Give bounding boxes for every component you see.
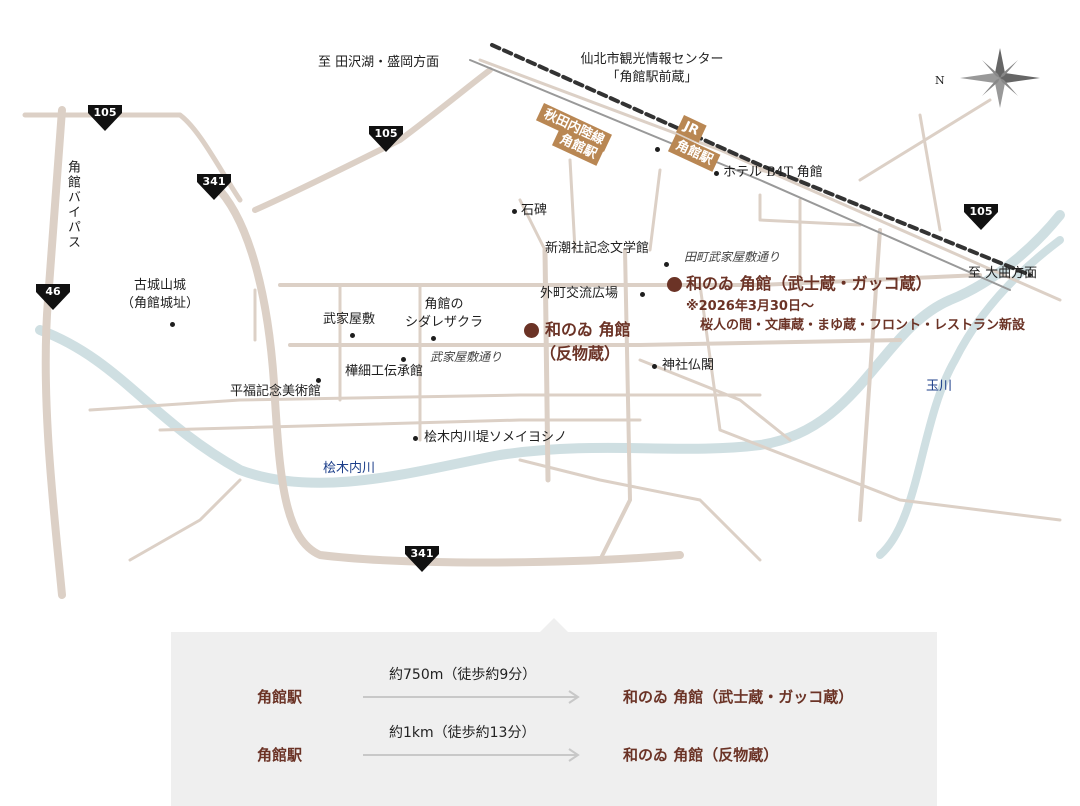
tamachi-street-label: 田町武家屋敷通り — [684, 250, 781, 264]
tanmono-label-2: （反物蔵） — [540, 344, 621, 363]
direction-north-label: 至 田沢湖・盛岡方面 — [318, 55, 440, 70]
route-number: 105 — [969, 205, 993, 218]
kabazaiku-marker — [401, 357, 406, 362]
road-grid-18 — [88, 398, 242, 412]
route-number: 46 — [45, 285, 61, 298]
direction-south-label: 至 大曲方面 — [968, 266, 1038, 281]
shinchosha-label: 新潮社記念文学館 — [545, 241, 650, 256]
road-grid-8 — [518, 198, 547, 252]
arrow-right-icon — [363, 690, 580, 704]
buke-street-label: 武家屋敷通り — [430, 350, 503, 364]
kojo-label-1: 古城山城 — [133, 278, 186, 293]
shidare-label-2: シダレザクラ — [404, 315, 483, 330]
road-grid-3 — [238, 393, 762, 402]
info-center-marker — [655, 147, 660, 152]
route-shield-105: 105 — [86, 103, 124, 133]
shidare-marker — [431, 336, 436, 341]
bushigura-note-1: ※2026年3月30日～ — [686, 299, 814, 314]
compass-icon — [960, 48, 1040, 108]
road-grid-4 — [158, 418, 642, 432]
shidare-label-1: 角館の — [424, 297, 464, 312]
info-pointer — [540, 618, 568, 632]
access-info-panel: 角館駅 約750m（徒歩約9分） 和のゐ 角館（武士蔵・ガッコ蔵） 角館駅 約1… — [171, 632, 937, 806]
route-shield-105: 105 — [367, 124, 405, 154]
access-to: 和のゐ 角館（反物蔵） — [623, 746, 779, 764]
hotel-label: ホテル B4T 角館 — [723, 165, 823, 180]
sekihi-label: 石碑 — [521, 203, 548, 218]
railway-akita-nairiku — [469, 59, 1011, 291]
access-distance: 約1km（徒歩約13分） — [389, 725, 536, 741]
road-grid-15 — [918, 113, 942, 232]
jinja-marker — [652, 364, 657, 369]
info-center-label-1: 仙北市観光情報センター — [580, 52, 724, 67]
sotomachi-label: 外町交流広場 — [540, 286, 619, 301]
road-grid-14 — [858, 228, 882, 522]
road-grid-16 — [858, 98, 992, 182]
shinchosha-marker — [664, 262, 669, 267]
hinokinai-river — [35, 210, 1065, 488]
someiyoshino-label: 桧木内川堤ソメイヨシノ — [424, 430, 568, 445]
railway-jr — [490, 43, 1032, 277]
sotomachi-marker — [640, 292, 645, 297]
road-grid-2 — [288, 338, 902, 347]
hotel-marker — [714, 171, 719, 176]
route-number: 105 — [374, 127, 398, 140]
bukeyashiki-label: 武家屋敷 — [323, 312, 376, 327]
route-shield-341: 341 — [195, 172, 233, 202]
someiyoshino-marker — [413, 436, 418, 441]
kojo-label-2: （角館城址） — [120, 296, 199, 311]
hirafuku-marker — [316, 378, 321, 383]
kojo-marker — [170, 322, 175, 327]
compass-north-label: N — [935, 74, 945, 87]
route-number: 105 — [93, 106, 117, 119]
bukeyashiki-marker — [350, 333, 355, 338]
road-grid-13 — [698, 283, 1062, 522]
access-from: 角館駅 — [257, 746, 303, 764]
arrow-right-icon — [363, 748, 580, 762]
jinja-label: 神社仏閣 — [662, 358, 715, 373]
bushigura-marker — [667, 277, 682, 292]
road-rail — [478, 58, 1062, 302]
access-distance: 約750m（徒歩約9分） — [389, 667, 537, 683]
access-row: 角館駅 約750m（徒歩約9分） 和のゐ 角館（武士蔵・ガッコ蔵） — [171, 667, 937, 730]
road-grid-7 — [568, 158, 577, 252]
bushigura-note-2: 桜人の間・文庫蔵・まゆ蔵・フロント・レストラン新設 — [700, 318, 1026, 333]
road-grid-20 — [638, 358, 792, 442]
tama-river — [876, 236, 1064, 559]
sekihi-marker — [512, 209, 517, 214]
road-105-north — [252, 67, 493, 213]
info-center-label-2: 「角館駅前蔵」 — [606, 70, 698, 85]
road-105-west — [22, 112, 243, 203]
hinokinai-river-label: 桧木内川 — [323, 461, 376, 476]
access-from: 角館駅 — [257, 688, 303, 706]
road-grid-5 — [542, 247, 551, 483]
access-to: 和のゐ 角館（武士蔵・ガッコ蔵） — [623, 688, 854, 706]
route-shield-105: 105 — [962, 202, 1000, 232]
tama-river-label: 玉川 — [926, 379, 953, 394]
road-grid-1 — [278, 273, 982, 287]
tanmono-marker — [524, 323, 539, 338]
road-grid-9 — [648, 168, 662, 252]
kabazaiku-label: 樺細工伝承館 — [345, 364, 424, 379]
road-grid-6 — [598, 248, 632, 562]
hirafuku-label: 平福記念美術館 — [230, 384, 322, 399]
bypass-label: 角館バイパス — [65, 160, 80, 250]
road-bypass — [41, 106, 66, 599]
road-grid-12 — [758, 193, 862, 227]
map: 105 105 105 341 341 46 N 至 田沢湖・盛岡方面 至 大曲… — [22, 43, 1065, 599]
bushigura-label: 和のゐ 角館（武士蔵・ガッコ蔵） — [686, 274, 932, 293]
route-shield-46: 46 — [34, 282, 72, 312]
route-number: 341 — [202, 175, 226, 188]
map-canvas — [22, 43, 1065, 599]
route-shield-341: 341 — [403, 544, 441, 574]
road-grid-17 — [518, 458, 762, 562]
road-341 — [211, 181, 684, 567]
route-number: 341 — [410, 547, 434, 560]
road-grid-19 — [128, 478, 242, 562]
tanmono-label-1: 和のゐ 角館 — [545, 320, 631, 339]
access-row: 角館駅 約1km（徒歩約13分） 和のゐ 角館（反物蔵） — [171, 725, 937, 788]
